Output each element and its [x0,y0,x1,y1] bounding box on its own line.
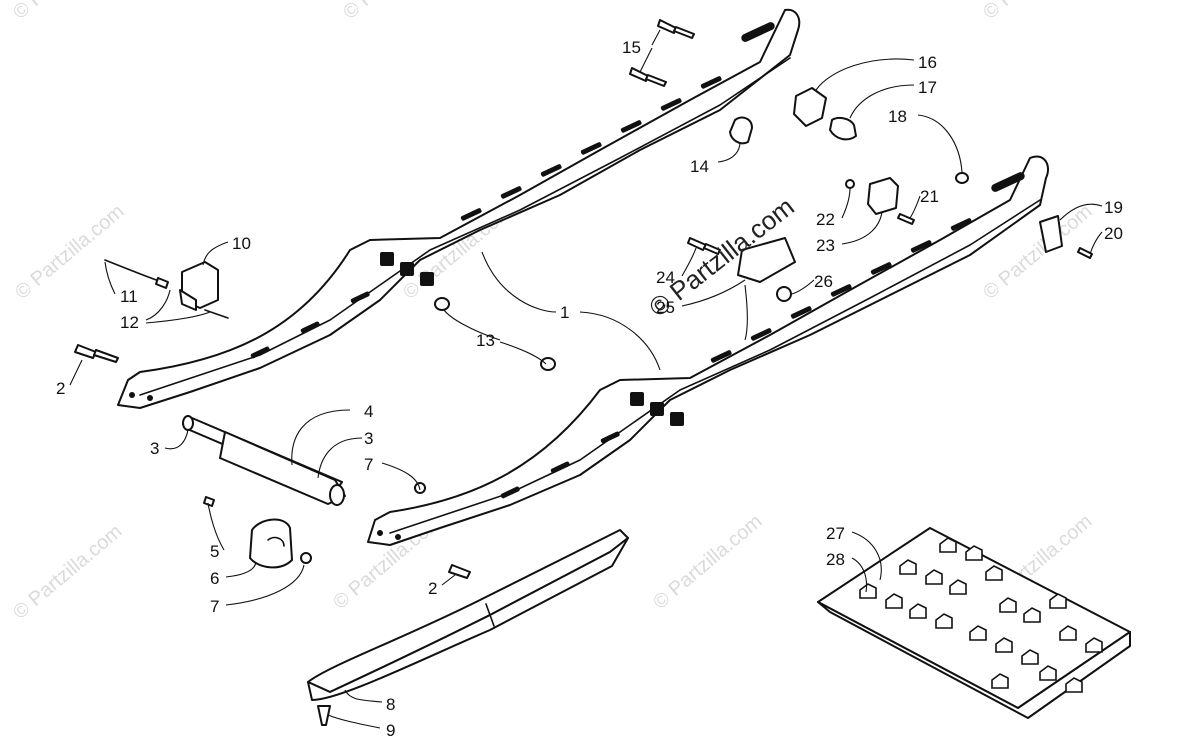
watermark-text: © Partzilla.com [339,0,456,24]
left-slide-rail [117,8,801,409]
watermark-text: © Partzilla.com [979,0,1096,24]
callout-7: 7 [210,597,219,616]
callout-16: 16 [918,53,937,72]
cross-shaft [182,415,346,506]
watermark-text: © Partzilla.com [11,200,128,303]
callout-10: 10 [232,234,251,253]
callout-8: 8 [386,695,395,714]
rear-bumper-part [249,518,293,569]
track-section [817,527,1131,719]
callout-9: 9 [386,721,395,740]
callout-3: 3 [364,429,373,448]
callout-7: 7 [364,455,373,474]
sensor-assembly [104,259,229,319]
watermark-text: © Partzilla.com [9,520,126,623]
callout-2: 2 [56,379,65,398]
callout-27: 27 [826,524,845,543]
callout-2: 2 [428,579,437,598]
callout-19: 19 [1104,198,1123,217]
callout-24: 24 [656,268,675,287]
callout-17: 17 [918,78,937,97]
callout-22: 22 [816,210,835,229]
left-rail-slots [250,22,775,359]
callout-15: 15 [622,38,641,57]
track-lugs [859,537,1103,693]
watermark-text: © Partzilla.com [649,510,766,613]
callout-5: 5 [210,542,219,561]
callout-23: 23 [816,236,835,255]
callout-25: 25 [656,298,675,317]
callout-3: 3 [150,439,159,458]
callout-12: 12 [120,313,139,332]
callout-14: 14 [690,157,709,176]
hyfax-slide [307,529,629,701]
callout-21: 21 [920,187,939,206]
callout-labels: 1 2 2 3 3 4 5 6 7 7 8 9 10 11 12 13 14 1… [56,38,1123,740]
callout-4: 4 [364,402,373,421]
callout-20: 20 [1104,224,1123,243]
callout-1: 1 [560,303,569,322]
callout-13: 13 [476,331,495,350]
right-rail-slots [500,172,1025,499]
callout-26: 26 [814,272,833,291]
callout-6: 6 [210,569,219,588]
callout-28: 28 [826,550,845,569]
fasteners [74,19,1093,726]
leader-lines [69,29,1103,729]
callout-11: 11 [120,287,138,306]
right-slide-rail [367,155,1049,546]
watermark-text: © Partzilla.com [9,0,126,24]
callout-18: 18 [888,107,907,126]
